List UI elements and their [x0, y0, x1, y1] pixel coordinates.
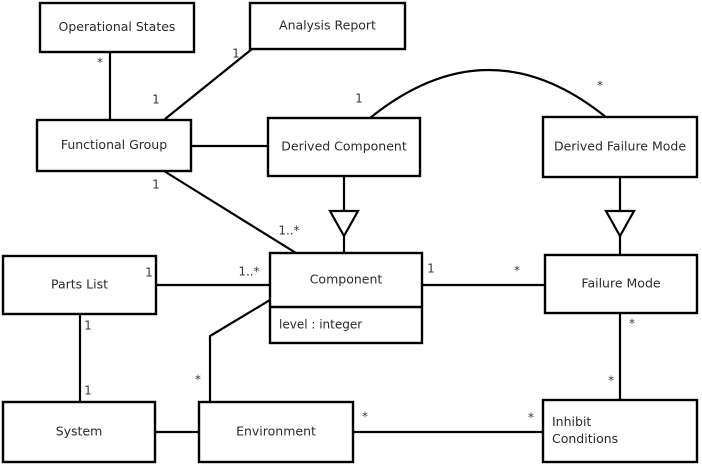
class-box-analysis-report[interactable]: Analysis Report	[248, 1, 407, 51]
multiplicity-label-m-fg-dc-1: 1	[355, 92, 363, 106]
class-name-inhibit-conditions: Conditions	[552, 431, 618, 446]
multiplicity-label-m-op-states: *	[97, 56, 103, 70]
class-name-derived-failure-mode: Derived Failure Mode	[554, 139, 686, 154]
class-box-outline-parts-list	[1, 254, 158, 316]
multiplicity-layer: * 1 1 1 * 1 1..* 1 1..* 1 * 1 * 1 * * * *	[84, 47, 635, 425]
class-name-component: Component	[310, 272, 383, 287]
association-derived-component--derived-failure-mode	[369, 69, 608, 119]
multiplicity-label-m-pl-sys-1: 1	[84, 319, 92, 333]
multiplicity-label-m-pl-comp: 1..*	[238, 265, 259, 279]
class-box-outline-component	[268, 251, 424, 345]
association-layer	[78, 48, 622, 434]
multiplicity-label-m-env-star: *	[195, 373, 201, 387]
multiplicity-label-m-pl-1: 1	[145, 266, 153, 280]
multiplicity-label-m-arc-star: *	[597, 79, 603, 93]
class-box-system[interactable]: System	[1, 400, 157, 464]
generalization-triangle-icon-failure-mode--derived-failure-mode	[604, 209, 636, 239]
class-box-outline-system	[1, 400, 157, 464]
generalization-layer	[328, 176, 636, 255]
class-box-outline-derived-component	[266, 116, 422, 178]
multiplicity-label-m-sys-1: 1	[84, 384, 92, 398]
class-box-parts-list[interactable]: Parts List	[1, 254, 158, 316]
multiplicity-label-m-comp-1n: 1..*	[278, 224, 299, 238]
class-box-outline-operational-states	[38, 1, 196, 54]
class-name-derived-component: Derived Component	[281, 139, 407, 154]
class-box-operational-states[interactable]: Operational States	[38, 1, 196, 54]
class-box-outline-inhibit-conditions	[541, 398, 699, 464]
multiplicity-label-m-fm-ic-top: *	[629, 317, 635, 331]
class-name-environment: Environment	[236, 424, 316, 439]
class-name-system: System	[56, 424, 103, 439]
class-box-derived-component[interactable]: Derived Component	[266, 116, 422, 178]
multiplicity-label-m-fg-comp-1: 1	[152, 178, 160, 192]
class-attribute-component: level : integer	[279, 318, 362, 332]
class-box-outline-functional-group	[35, 118, 193, 173]
generalization-triangle-icon-component--derived-component	[328, 209, 360, 239]
class-box-outline-derived-failure-mode	[541, 115, 699, 179]
multiplicity-label-m-fg-ar-1: 1	[152, 93, 160, 107]
class-box-outline-analysis-report	[248, 1, 407, 51]
multiplicity-label-m-env-right: *	[362, 410, 368, 424]
multiplicity-label-m-comp-fm-1: 1	[427, 262, 435, 276]
class-name-parts-list: Parts List	[51, 277, 108, 292]
class-name-failure-mode: Failure Mode	[581, 276, 660, 291]
class-box-component[interactable]: Component level : integer	[268, 251, 424, 345]
class-box-functional-group[interactable]: Functional Group	[35, 118, 193, 173]
association-functional-group--component	[163, 170, 297, 254]
class-name-analysis-report: Analysis Report	[279, 18, 376, 33]
class-box-outline-environment	[197, 400, 355, 464]
multiplicity-label-m-ic-star: *	[608, 374, 614, 388]
class-name-functional-group: Functional Group	[61, 137, 167, 152]
association-component--environment	[208, 299, 271, 402]
class-name-inhibit-conditions: Inhibit	[552, 414, 591, 429]
association-functional-group--analysis-report	[164, 48, 253, 120]
class-box-derived-failure-mode[interactable]: Derived Failure Mode	[541, 115, 699, 179]
multiplicity-label-m-ic-left: *	[528, 411, 534, 425]
class-box-outline-failure-mode	[543, 253, 699, 315]
multiplicity-label-m-ar-1: 1	[232, 47, 240, 61]
multiplicity-label-m-fm-star: *	[514, 264, 520, 278]
class-box-failure-mode[interactable]: Failure Mode	[543, 253, 699, 315]
class-box-environment[interactable]: Environment	[197, 400, 355, 464]
class-name-operational-states: Operational States	[59, 19, 176, 34]
